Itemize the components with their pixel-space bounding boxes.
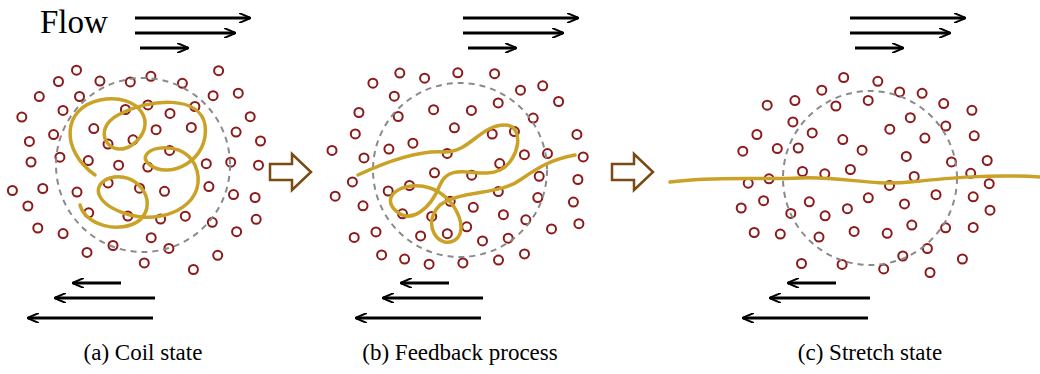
solvent-particles [8,66,995,277]
polymer-chain [70,99,1040,243]
panel-caption: (a) Coil state [84,340,203,365]
panel-caption: (b) Feedback process [362,340,557,365]
flow-arrows [28,18,965,318]
transition-arrow [270,154,653,190]
panel-caption: (c) Stretch state [798,340,942,365]
flow-label: Flow [40,4,108,40]
coil-region [56,78,957,265]
